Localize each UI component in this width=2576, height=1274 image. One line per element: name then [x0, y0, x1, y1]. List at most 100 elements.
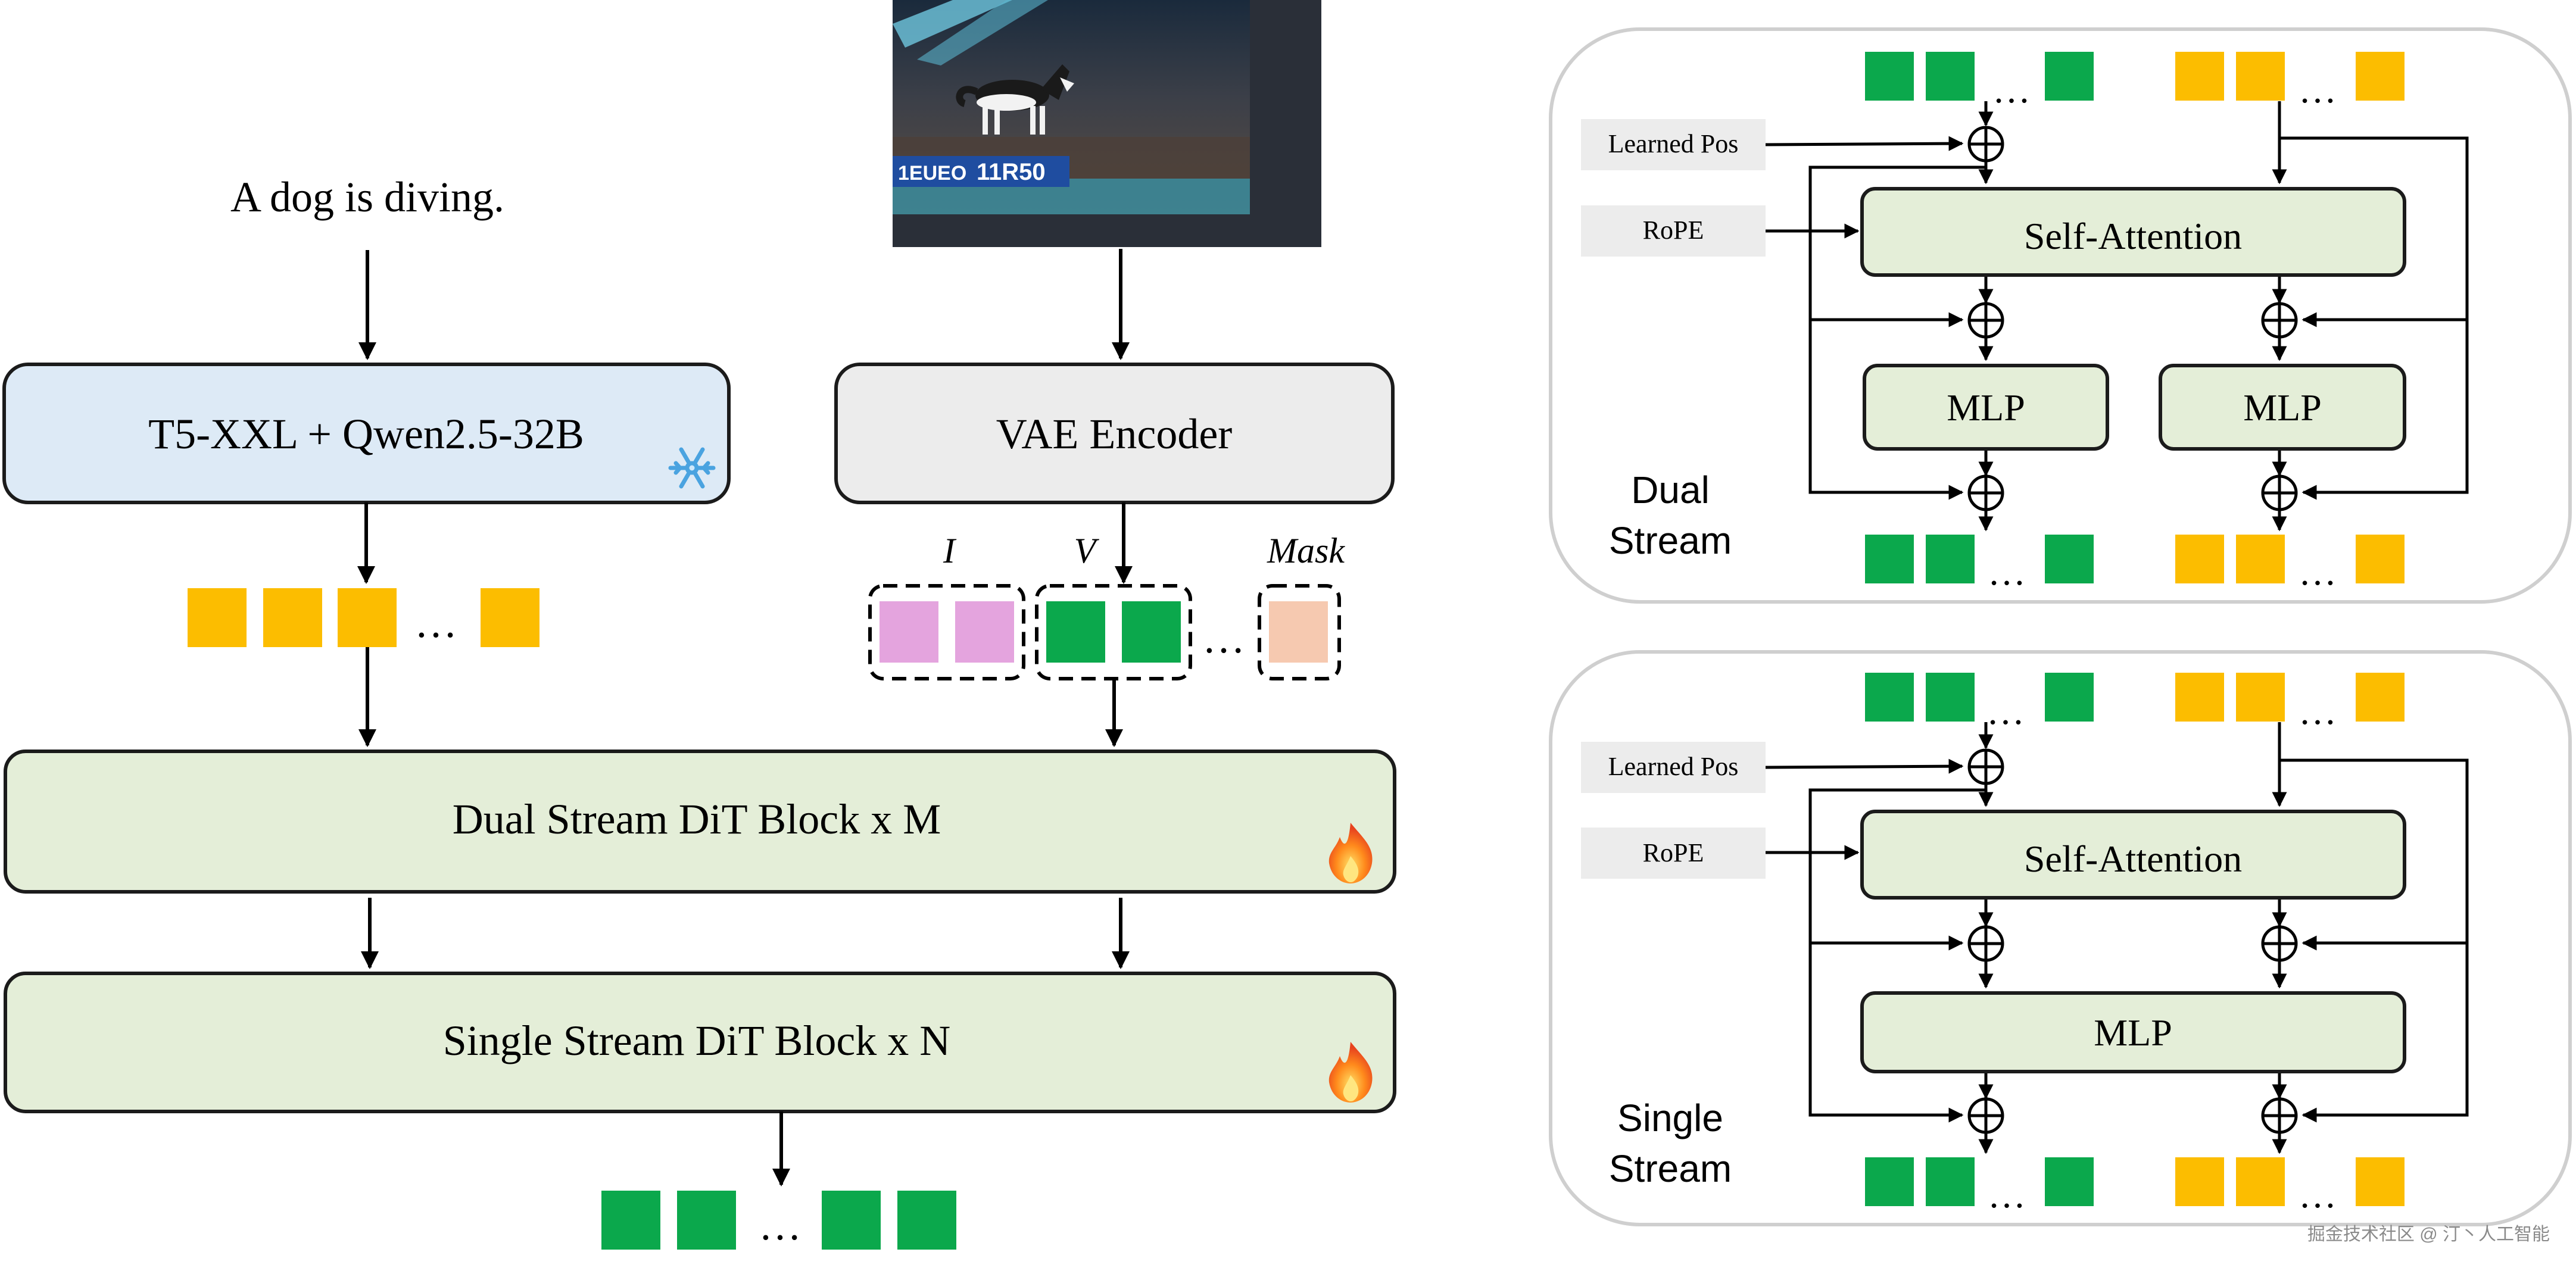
text-token-ellipsis: …	[414, 599, 457, 647]
video-frames-image: 1EUEO 11R50	[893, 0, 1323, 247]
self-attention-block	[1860, 810, 2406, 900]
learned-pos-box	[1581, 119, 1766, 170]
output-token	[677, 1191, 736, 1250]
text-token	[2175, 52, 2224, 101]
token-ellipsis: …	[2299, 1173, 2337, 1216]
video-token	[2045, 1157, 2094, 1206]
text-token	[2175, 535, 2224, 583]
add-op-icon	[2263, 304, 2296, 337]
token-ellipsis: …	[2299, 690, 2337, 732]
video-group-label: V	[1074, 531, 1100, 570]
token-ellipsis: …	[1992, 68, 2031, 111]
text-token	[2356, 52, 2405, 101]
text-token	[2175, 1157, 2224, 1206]
text-encoder-block: T5-XXL + Qwen2.5-32B	[2, 363, 731, 504]
video-token	[1865, 1157, 1914, 1206]
dual-stream-dit-block: Dual Stream DiT Block x M	[4, 750, 1396, 894]
vae-encoder-label: VAE Encoder	[996, 410, 1233, 458]
shared-mlp-label: MLP	[2094, 1011, 2172, 1054]
dual-panel-title-line2: Stream	[1609, 519, 1732, 562]
shared-mlp-block	[1860, 991, 2406, 1073]
text-token	[263, 588, 322, 647]
image-group-label: I	[943, 531, 957, 570]
mask-token	[1269, 601, 1328, 663]
text-tokens: …	[188, 588, 539, 647]
learned-pos-label: Learned Pos	[1608, 752, 1739, 781]
add-op-icon	[2263, 927, 2296, 960]
text-token	[2356, 673, 2405, 722]
text-token	[338, 588, 397, 647]
image-token	[955, 601, 1014, 663]
add-op-icon	[1969, 750, 2003, 783]
token-ellipsis: …	[2299, 551, 2337, 593]
mlp-video-label: MLP	[1947, 386, 2025, 429]
text-token	[2236, 535, 2285, 583]
video-token	[2045, 673, 2094, 722]
text-encoder-label: T5-XXL + Qwen2.5-32B	[148, 410, 584, 458]
video-overlay-right: 11R50	[977, 159, 1046, 185]
rope-box	[1581, 205, 1766, 257]
video-overlay-left: 1EUEO	[898, 162, 966, 185]
token-ellipsis: …	[1986, 690, 2025, 732]
text-token	[2356, 1157, 2405, 1206]
token-ellipsis: …	[1202, 614, 1245, 662]
self-attention-label: Self-Attention	[2024, 215, 2242, 257]
video-token	[2045, 535, 2094, 583]
prompt-text: A dog is diving.	[230, 173, 504, 221]
output-token	[822, 1191, 881, 1250]
rope-label: RoPE	[1643, 838, 1704, 867]
video-token	[1865, 535, 1914, 583]
mask-group-label: Mask	[1267, 531, 1345, 570]
single-panel-title-line2: Stream	[1609, 1147, 1732, 1190]
text-token	[481, 588, 539, 647]
mlp-text-block	[2159, 364, 2406, 451]
image-token-group	[868, 584, 1025, 680]
video-token	[1122, 601, 1181, 663]
add-op-icon	[1969, 476, 2003, 510]
conditioning-tokens: I V Mask …	[868, 531, 1345, 680]
dual-stream-panel: … … Learned Pos RoPE	[1549, 27, 2572, 604]
video-token	[2045, 52, 2094, 101]
add-op-icon	[2263, 476, 2296, 510]
video-token	[1926, 52, 1975, 101]
text-token	[188, 588, 247, 647]
video-token	[1865, 673, 1914, 722]
dual-stream-dit-label: Dual Stream DiT Block x M	[453, 795, 941, 843]
mask-token-group	[1258, 584, 1341, 680]
vae-encoder-block: VAE Encoder	[834, 363, 1395, 504]
mlp-text-label: MLP	[2243, 386, 2322, 429]
mlp-video-block	[1863, 364, 2109, 451]
self-attention-label: Self-Attention	[2024, 838, 2242, 880]
video-token	[1865, 52, 1914, 101]
snowflake-icon	[668, 447, 716, 489]
output-tokens: …	[601, 1191, 956, 1250]
video-token	[1926, 1157, 1975, 1206]
text-token	[2236, 673, 2285, 722]
learned-pos-box	[1581, 742, 1766, 793]
text-token	[2356, 535, 2405, 583]
token-ellipsis: …	[1988, 551, 2026, 593]
output-token	[601, 1191, 660, 1250]
single-stream-dit-block: Single Stream DiT Block x N	[4, 972, 1396, 1113]
watermark: 掘金技术社区 @ 汀丶人工智能	[2307, 1225, 2550, 1244]
learned-pos-label: Learned Pos	[1608, 129, 1739, 158]
output-token	[897, 1191, 956, 1250]
add-op-icon	[1969, 1099, 2003, 1132]
token-ellipsis: …	[2299, 68, 2337, 111]
single-stream-dit-label: Single Stream DiT Block x N	[443, 1017, 951, 1064]
rope-box	[1581, 828, 1766, 879]
text-token	[2236, 52, 2285, 101]
video-token	[1046, 601, 1105, 663]
video-token	[1926, 535, 1975, 583]
video-token	[1926, 673, 1975, 722]
add-op-icon	[2263, 1099, 2296, 1132]
add-op-icon	[1969, 304, 2003, 337]
rope-label: RoPE	[1643, 216, 1704, 245]
text-token	[2236, 1157, 2285, 1206]
add-op-icon	[1969, 927, 2003, 960]
token-ellipsis: …	[1988, 1173, 2026, 1216]
self-attention-block	[1860, 187, 2406, 277]
single-stream-panel: … … Learned Pos RoPE	[1549, 650, 2572, 1226]
dual-panel-title-line1: Dual	[1631, 469, 1710, 511]
